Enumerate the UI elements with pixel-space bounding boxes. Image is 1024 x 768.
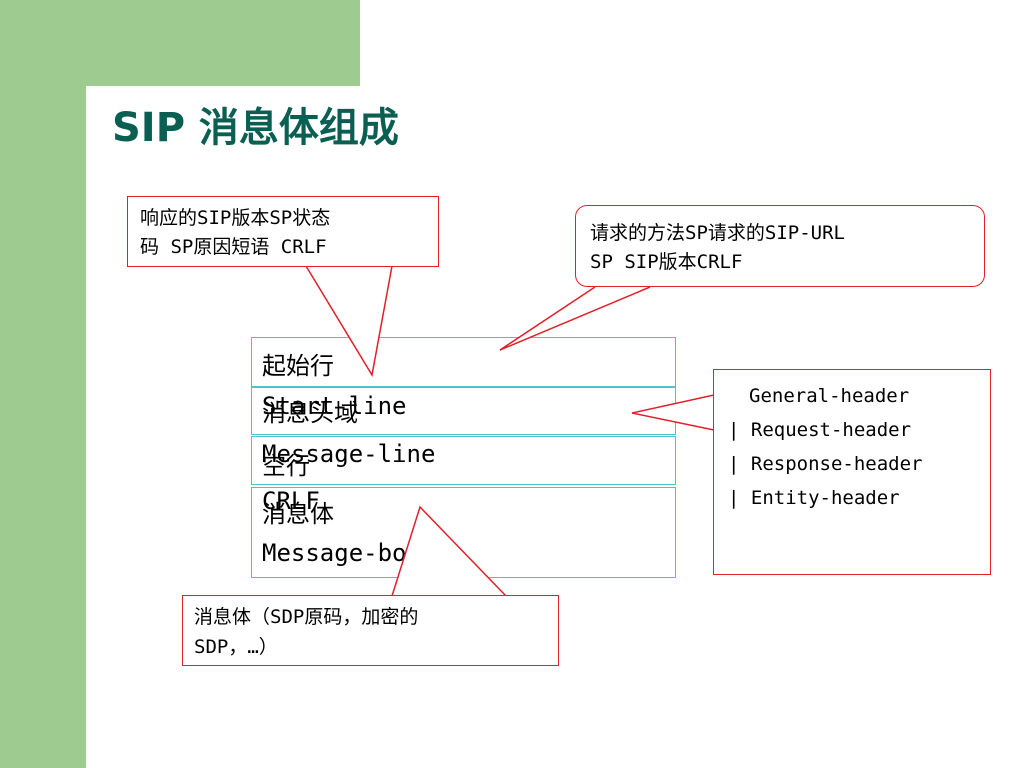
message-body-callout: 消息体（SDP原码，加密的 SDP，…） [182,595,559,666]
blank-line-box [251,436,676,485]
response-header-text: | Response-header [728,453,923,475]
response-line-text-1: 响应的SIP版本SP状态 [140,207,331,229]
slide-title: SIP 消息体组成 [112,105,399,151]
request-line-text-2: SP SIP版本CRLF [590,251,743,273]
entity-header-text: | Entity-header [728,487,900,509]
start-line-box [251,337,676,387]
request-header-text: | Request-header [728,419,912,441]
blank-line-en: CRLF [262,487,320,515]
response-line-text-2: 码 SP原因短语 CRLF [140,236,327,258]
left-green-band [0,0,86,768]
message-body-text-1: 消息体（SDP原码，加密的 [194,606,419,628]
message-body-zh: 消息体 [262,500,334,528]
message-header-en: Message-line [262,440,436,468]
headers-callout: General-header | Request-header | Respon… [713,369,991,575]
blank-line-zh: 空行 [262,452,310,480]
message-header-zh: 消息头域 [262,399,358,427]
general-header-text: General-header [749,385,910,407]
request-line-text-1: 请求的方法SP请求的SIP-URL [590,222,845,244]
start-line-zh: 起始行 [262,352,334,380]
top-green-band [0,0,360,86]
request-line-callout: 请求的方法SP请求的SIP-URL SP SIP版本CRLF [575,205,985,287]
start-line-en: Start-line [262,392,407,420]
response-line-callout: 响应的SIP版本SP状态 码 SP原因短语 CRLF [127,196,439,267]
message-body-en: Message-body [262,539,436,567]
message-body-text-2: SDP，…） [194,636,278,658]
